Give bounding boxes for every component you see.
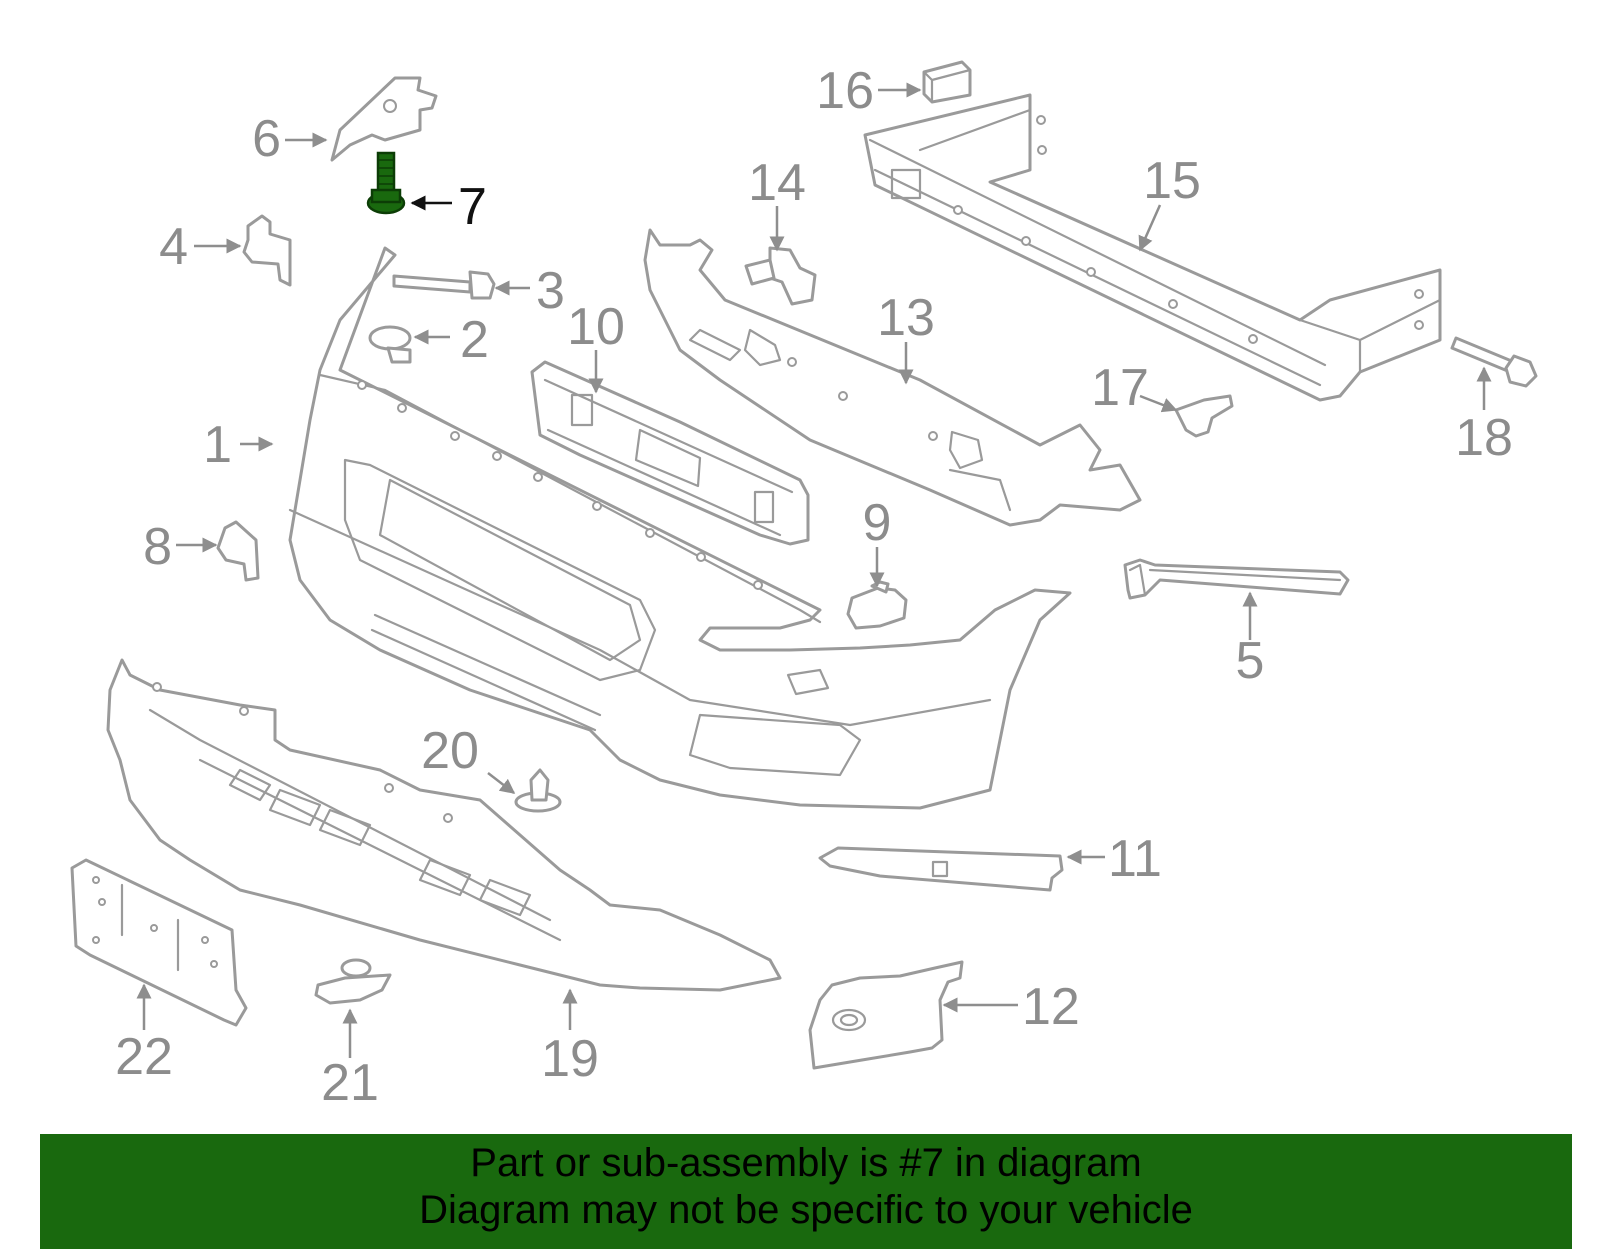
energy-absorber: [643, 228, 1142, 527]
leader-lines: [136, 82, 1492, 1058]
callout-3: 3: [536, 262, 565, 320]
callout-12: 12: [1022, 978, 1080, 1036]
callout-14: 14: [748, 154, 806, 212]
bolt-7-highlighted: [366, 151, 406, 215]
callout-7: 7: [458, 178, 487, 236]
callout-1: 1: [203, 416, 232, 474]
guide-pin: [392, 270, 496, 300]
banner-disclaimer-text: Diagram may not be specific to your vehi…: [419, 1188, 1193, 1232]
lower-trim-11: [818, 846, 1064, 892]
banner-part-text: Part or sub-assembly is #7 in diagram: [470, 1141, 1142, 1185]
callout-20: 20: [421, 722, 479, 780]
push-clip-17: [1174, 394, 1234, 438]
push-pin-20: [514, 768, 562, 813]
info-banner: Part or sub-assembly is #7 in diagram Di…: [40, 1134, 1572, 1249]
callout-22: 22: [115, 1028, 173, 1086]
callout-8: 8: [143, 518, 172, 576]
callout-18: 18: [1455, 409, 1513, 467]
license-bracket: [70, 858, 248, 1027]
callout-15: 15: [1143, 152, 1201, 210]
bracket-8: [216, 520, 260, 582]
center-bracket: [530, 360, 810, 546]
bracket-4: [242, 214, 292, 287]
grommet-2: [368, 325, 412, 364]
sensor-bracket: [744, 246, 817, 306]
callout-9: 9: [863, 494, 892, 552]
callout-21: 21: [321, 1054, 379, 1112]
callout-17: 17: [1091, 359, 1149, 417]
reinforcement-beam: [863, 93, 1442, 402]
callout-5: 5: [1236, 632, 1265, 690]
splash-shield: [106, 658, 782, 992]
callout-4: 4: [159, 218, 188, 276]
side-bracket-5: [1123, 558, 1350, 600]
upper-bracket-6: [330, 76, 438, 162]
callout-2: 2: [460, 311, 489, 369]
callout-19: 19: [541, 1030, 599, 1088]
callout-13: 13: [877, 289, 935, 347]
callout-6: 6: [252, 110, 281, 168]
beam-bolt: [1450, 336, 1538, 388]
bumper-pad: [922, 60, 972, 104]
fog-lamp-bracket: [808, 960, 964, 1070]
callout-11: 11: [1108, 830, 1162, 888]
callout-numbers: 1 2 3 4 5 6 7 8 9 10 11 12 13 14 15 16 1…: [115, 62, 1513, 1112]
tow-hook-cap: [846, 580, 908, 630]
callout-16: 16: [816, 62, 874, 120]
callout-10: 10: [567, 298, 625, 356]
clip-nut-21: [314, 958, 392, 1005]
bumper-cover: [288, 246, 1072, 810]
